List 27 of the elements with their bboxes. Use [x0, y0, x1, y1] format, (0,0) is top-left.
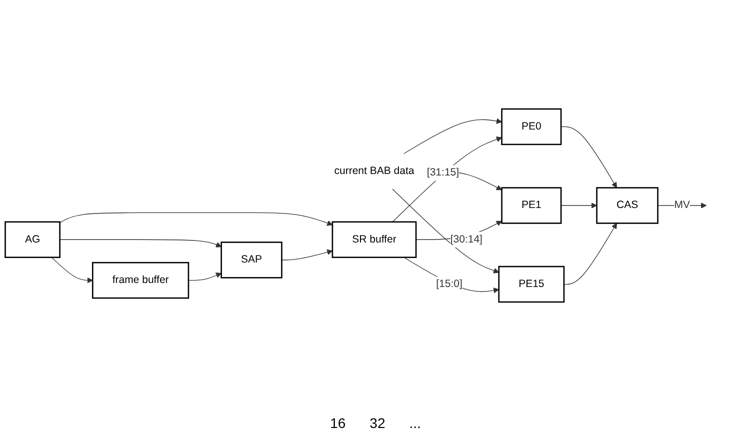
- node-box: PE0: [501, 108, 562, 146]
- node-box: CAS: [596, 187, 658, 224]
- node-box: AG: [4, 221, 60, 258]
- arrow: [564, 222, 617, 285]
- arrow: [281, 249, 333, 260]
- node-text: current BAB data: [334, 165, 414, 177]
- node-box: PE1: [501, 187, 562, 224]
- bus-label: 32: [370, 415, 386, 431]
- arrow: [60, 239, 222, 248]
- node-box: PE15: [498, 266, 565, 303]
- arrow: [404, 118, 502, 154]
- edge-label: [31:15]: [426, 167, 460, 178]
- node-box: frame buffer: [92, 262, 190, 299]
- arrow: [188, 272, 222, 281]
- edge-label: MV: [674, 200, 690, 211]
- node-box: SR buffer: [332, 221, 417, 258]
- arrow: [392, 188, 500, 274]
- edge-label: [15:0]: [436, 278, 462, 290]
- bus-label: 16: [330, 415, 346, 431]
- edge-label: [30:14]: [450, 234, 482, 245]
- node-box: SAP: [220, 242, 282, 278]
- arrow: [560, 126, 617, 188]
- arrow: [560, 202, 598, 208]
- arrow: [404, 257, 500, 294]
- arrow: [60, 212, 333, 226]
- arrow: [51, 257, 93, 284]
- bus-label: ...: [409, 415, 421, 431]
